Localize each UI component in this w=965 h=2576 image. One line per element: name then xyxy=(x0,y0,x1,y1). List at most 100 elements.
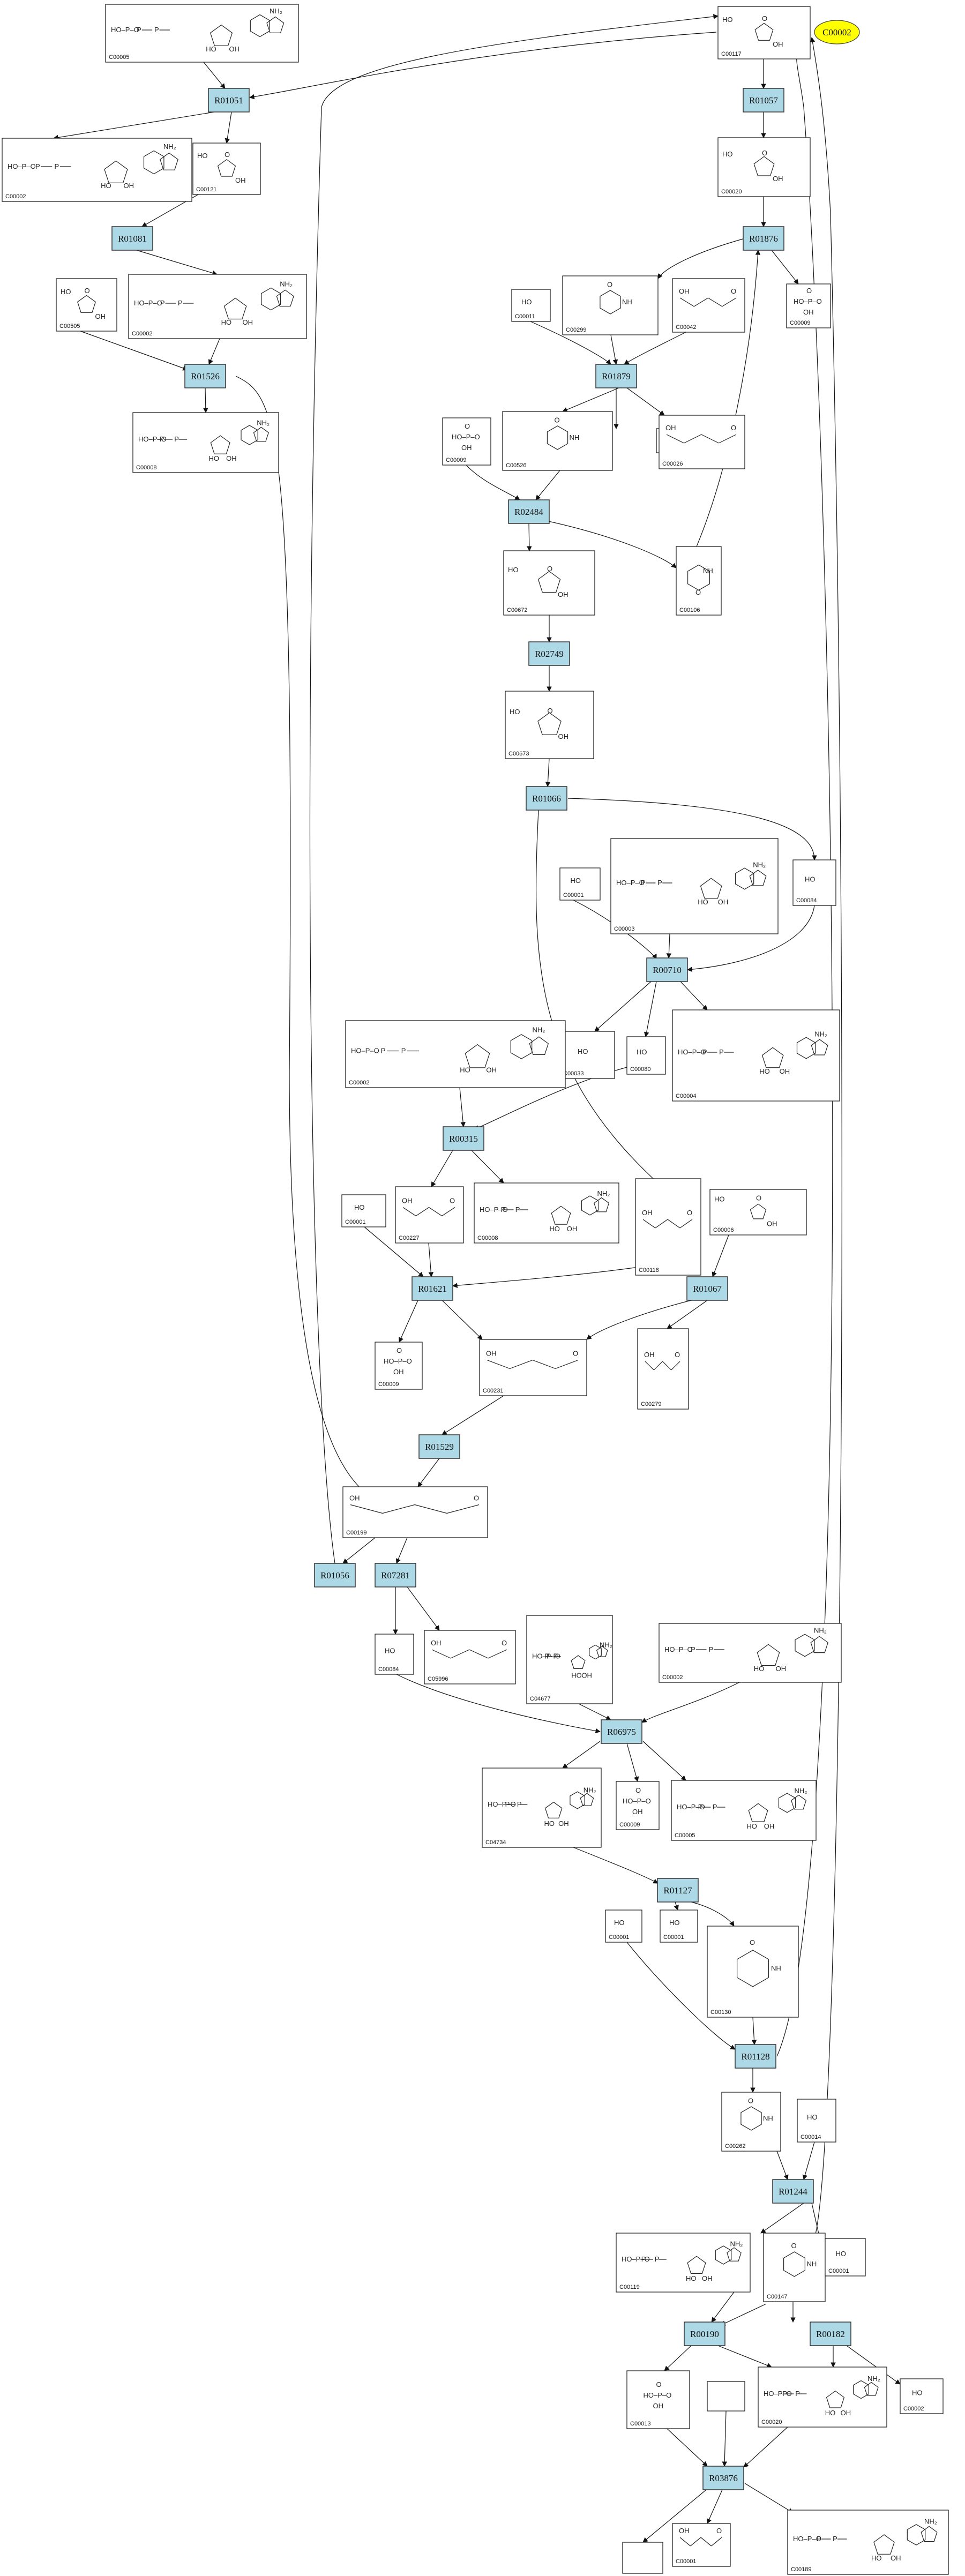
reaction-node[interactable]: R00190 xyxy=(684,2322,725,2346)
reaction-node[interactable]: R03876 xyxy=(702,2466,744,2490)
atom-label: P xyxy=(35,162,40,170)
atom-label: NH₂ xyxy=(597,1189,610,1197)
reaction-node[interactable]: R01081 xyxy=(111,226,153,251)
reaction-node[interactable]: R00315 xyxy=(443,1126,484,1151)
reaction-node[interactable]: R02484 xyxy=(508,499,550,524)
atom-label: HO xyxy=(805,875,816,883)
reaction-label: R01876 xyxy=(749,234,778,244)
atom-label: HO–P–O xyxy=(8,162,36,170)
reaction-node[interactable]: R07281 xyxy=(375,1563,416,1587)
reaction-node[interactable]: R01621 xyxy=(412,1276,453,1301)
reaction-node[interactable]: R01244 xyxy=(772,2179,814,2204)
reaction-edge xyxy=(586,1300,692,1340)
reaction-node[interactable]: R01056 xyxy=(314,1563,356,1587)
reaction-edge xyxy=(743,2427,788,2468)
reaction-node[interactable]: R01066 xyxy=(526,786,567,811)
atom-label: P xyxy=(709,1645,714,1653)
reaction-node[interactable]: R01529 xyxy=(418,1434,460,1459)
empty-compound-node[interactable] xyxy=(622,2542,663,2574)
reaction-node[interactable]: R00182 xyxy=(810,2322,851,2346)
reaction-node[interactable]: R02749 xyxy=(528,641,570,666)
atom-label: P xyxy=(553,1652,558,1660)
reaction-node[interactable]: R01526 xyxy=(184,364,226,388)
reaction-node[interactable]: R01051 xyxy=(208,88,250,113)
reaction-node[interactable]: R01879 xyxy=(595,364,637,388)
reaction-edge xyxy=(530,321,611,365)
empty-compound-node[interactable] xyxy=(707,2381,745,2412)
reaction-node[interactable]: R00710 xyxy=(646,957,688,982)
atom-label: OH xyxy=(486,1066,497,1074)
reaction-node[interactable]: R06975 xyxy=(601,1719,642,1744)
highlight-compound-tag[interactable]: C00002 xyxy=(814,20,860,44)
atom-label: HO xyxy=(637,1048,647,1056)
atom-label: P xyxy=(782,2390,787,2398)
compound-id: C00001 xyxy=(828,2268,849,2274)
reaction-node[interactable]: R01128 xyxy=(735,2044,776,2069)
reaction-node[interactable]: R01876 xyxy=(743,226,784,251)
atom-label: HO xyxy=(197,152,208,160)
reaction-edge xyxy=(666,933,672,958)
reaction-node[interactable]: R01057 xyxy=(743,88,784,113)
atom-label: P xyxy=(174,435,179,443)
compound-id: C00002 xyxy=(349,1080,370,1086)
reaction-node[interactable]: R01067 xyxy=(686,1276,728,1301)
atom-label: NH xyxy=(703,567,713,575)
atom-label: O xyxy=(695,588,701,596)
reaction-node[interactable]: R01127 xyxy=(657,1878,699,1903)
